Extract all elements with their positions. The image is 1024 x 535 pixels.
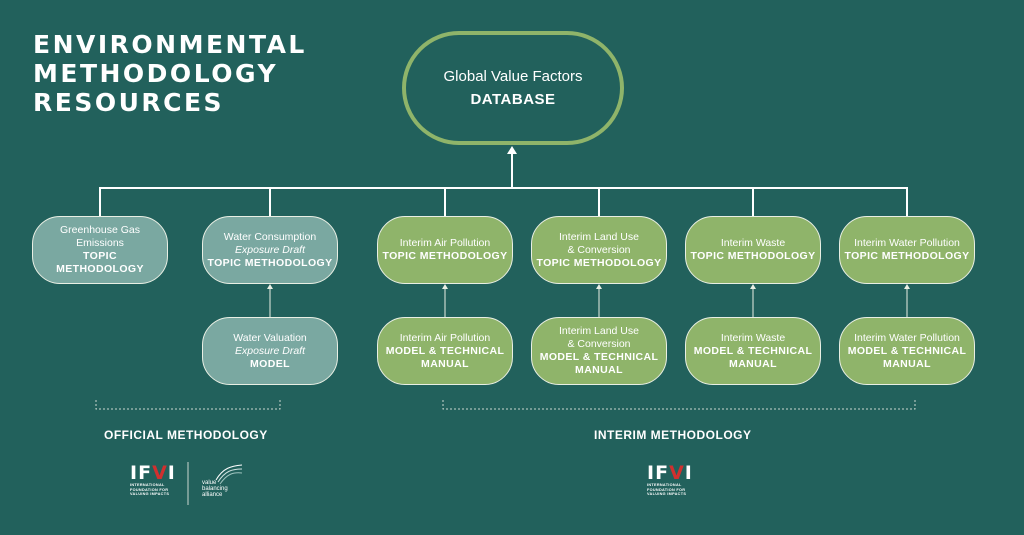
topic-name: Interim Air Pollution: [399, 237, 491, 249]
vba-text: balancing: [202, 486, 228, 492]
ifvi-logo-text: I: [167, 462, 176, 484]
model-name: Interim Water Pollution: [854, 331, 960, 344]
ifvi-logo-subtitle: VALUING IMPACTS: [130, 492, 170, 496]
topic-water-pollution: Interim Water Pollution TOPIC METHODOLOG…: [839, 216, 975, 284]
model-name: & Conversion: [567, 338, 631, 350]
topic-type: TOPIC METHODOLOGY: [207, 256, 333, 269]
value-balancing-alliance-logo: value balancing alliance: [202, 480, 228, 498]
model-type: MODEL & TECHNICAL: [385, 344, 505, 357]
page-title: ENVIRONMENTAL METHODOLOGY RESOURCES: [33, 30, 307, 117]
title-line: RESOURCES: [33, 88, 225, 117]
topic-type: TOPIC: [83, 250, 117, 262]
ifvi-logo-subtitle: FOUNDATION FOR: [647, 487, 686, 492]
topic-water-consumption: Water Consumption Exposure Draft TOPIC M…: [202, 216, 338, 284]
ifvi-logo-subtitle: FOUNDATION FOR: [130, 487, 169, 492]
model-name: Interim Air Pollution: [399, 331, 491, 344]
topic-name: & Conversion: [567, 243, 631, 256]
ifvi-logo: IFVI INTERNATIONAL FOUNDATION FOR VALUIN…: [130, 464, 176, 497]
topic-type: TOPIC METHODOLOGY: [536, 256, 662, 269]
model-water-valuation: Water Valuation Exposure Draft MODEL: [202, 317, 338, 385]
model-type: MANUAL: [575, 364, 623, 376]
model-air-pollution: Interim Air Pollution MODEL & TECHNICAL …: [377, 317, 513, 385]
ifvi-logo-v: V: [152, 462, 168, 484]
ifvi-logo-text: IF: [647, 462, 670, 484]
model-water-pollution: Interim Water Pollution MODEL & TECHNICA…: [839, 317, 975, 385]
model-type: MODEL & TECHNICAL: [847, 344, 967, 357]
database-label: Global Value Factors: [443, 68, 583, 85]
model-waste: Interim Waste MODEL & TECHNICAL MANUAL: [685, 317, 821, 385]
topic-type: TOPIC METHODOLOGY: [690, 250, 816, 262]
model-status: Exposure Draft: [234, 344, 306, 357]
model-type: MODEL & TECHNICAL: [539, 351, 659, 363]
ifvi-logo-v: V: [669, 462, 685, 484]
model-type: MODEL: [250, 357, 290, 370]
database-node: Global Value Factors DATABASE: [402, 31, 624, 145]
topic-name: Interim Land Use: [559, 230, 639, 243]
topic-status: Exposure Draft: [234, 243, 306, 256]
topic-name: Water Consumption: [223, 230, 317, 243]
ifvi-logo-text: I: [684, 462, 693, 484]
model-land-use: Interim Land Use & Conversion MODEL & TE…: [531, 317, 667, 385]
topic-type: TOPIC METHODOLOGY: [382, 250, 508, 262]
topic-waste: Interim Waste TOPIC METHODOLOGY: [685, 216, 821, 284]
title-line: METHODOLOGY: [33, 59, 279, 88]
value-balancing-alliance-icon: [215, 464, 243, 485]
topic-type: METHODOLOGY: [56, 263, 144, 275]
model-type: MANUAL: [421, 357, 469, 370]
topic-ghg-emissions: Greenhouse Gas Emissions TOPIC METHODOLO…: [32, 216, 168, 284]
ifvi-logo-subtitle: INTERNATIONAL: [130, 483, 165, 487]
model-name: Interim Land Use: [559, 325, 639, 337]
model-type: MODEL & TECHNICAL: [693, 344, 813, 357]
ifvi-logo-text: IF: [130, 462, 153, 484]
vba-text: alliance: [202, 492, 223, 498]
topic-name: Emissions: [76, 237, 124, 249]
title-line: ENVIRONMENTAL: [33, 30, 307, 59]
topic-name: Greenhouse Gas: [60, 224, 140, 236]
ifvi-logo: IFVI INTERNATIONAL FOUNDATION FOR VALUIN…: [647, 464, 693, 497]
topic-name: Interim Water Pollution: [854, 237, 960, 249]
interim-methodology-label: INTERIM METHODOLOGY: [594, 428, 752, 442]
database-title: DATABASE: [470, 91, 556, 108]
model-type: MANUAL: [729, 357, 777, 370]
ifvi-logo-subtitle: VALUING IMPACTS: [647, 492, 687, 496]
ifvi-logo-subtitle: INTERNATIONAL: [647, 483, 682, 487]
topic-land-use: Interim Land Use & Conversion TOPIC METH…: [531, 216, 667, 284]
topic-type: TOPIC METHODOLOGY: [844, 250, 970, 262]
model-name: Interim Waste: [720, 331, 786, 344]
vba-text: value: [202, 480, 217, 486]
model-type: MANUAL: [883, 357, 931, 370]
model-name: Water Valuation: [233, 331, 307, 344]
topic-air-pollution: Interim Air Pollution TOPIC METHODOLOGY: [377, 216, 513, 284]
topic-name: Interim Waste: [720, 237, 786, 249]
official-methodology-label: OFFICIAL METHODOLOGY: [104, 428, 268, 442]
